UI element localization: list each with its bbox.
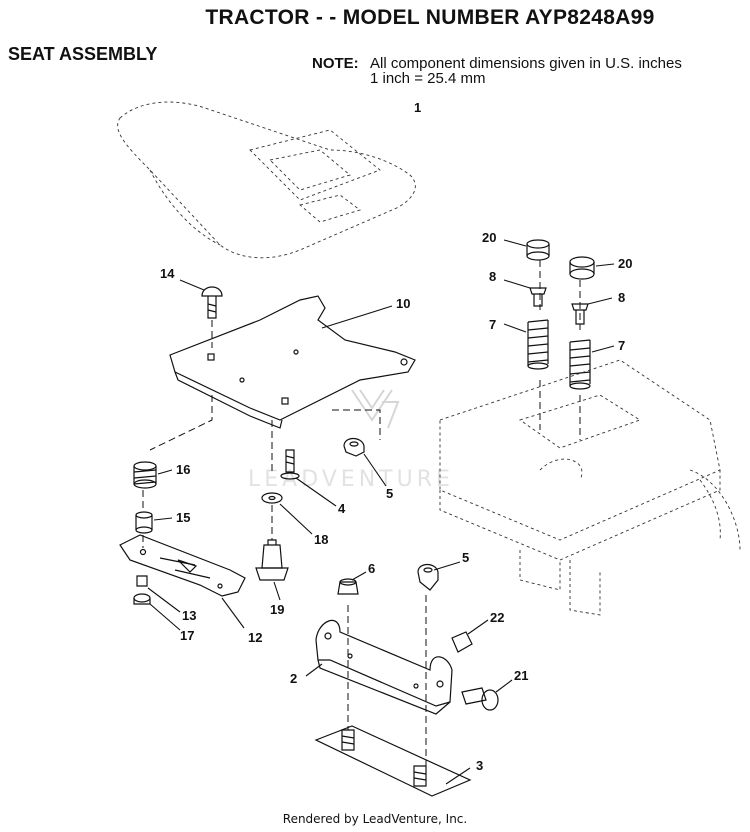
watermark-text: LEADVENTURE <box>248 467 454 492</box>
rubber-bumper-part-left <box>526 239 550 261</box>
spring-part <box>133 461 157 489</box>
note-label: NOTE: <box>312 55 359 72</box>
callout-8-left: 8 <box>489 269 496 284</box>
adjustment-plate-part <box>119 534 246 597</box>
callout-8-right: 8 <box>618 290 625 305</box>
carriage-bolt-part <box>201 286 223 319</box>
seat-spring-part-left <box>527 319 549 370</box>
callout-18: 18 <box>314 532 328 547</box>
tractor-frame-outline <box>439 359 741 616</box>
hex-nut-part <box>337 578 359 595</box>
callout-4: 4 <box>338 501 346 516</box>
callout-7-left: 7 <box>489 317 496 332</box>
callout-16: 16 <box>176 462 190 477</box>
page-title: TRACTOR - - MODEL NUMBER AYP8248A99 <box>205 6 655 29</box>
callout-17: 17 <box>180 628 194 643</box>
cable-clip-part-upper <box>343 437 365 457</box>
mounting-bracket-part <box>315 619 453 715</box>
callout-20-left: 20 <box>482 230 496 245</box>
callout-21: 21 <box>514 668 528 683</box>
seat-spring-part-right <box>569 339 591 390</box>
shoulder-bolt-part <box>461 687 499 711</box>
seat-pan-bracket-part <box>169 295 416 429</box>
callout-14: 14 <box>160 266 175 281</box>
callout-3: 3 <box>476 758 483 773</box>
callout-5-lower: 5 <box>462 550 469 565</box>
footer-credit: Rendered by LeadVenture, Inc. <box>282 812 468 826</box>
rubber-bumper-part-right <box>569 256 595 280</box>
note-line-2: 1 inch = 25.4 mm <box>370 70 486 87</box>
callout-20-right: 20 <box>618 256 632 271</box>
washer-part <box>261 492 283 504</box>
spring-bolt-part-right <box>571 303 589 325</box>
callout-5-upper: 5 <box>386 486 393 501</box>
note-line-1: All component dimensions given in U.S. i… <box>370 55 682 72</box>
callout-22: 22 <box>490 610 504 625</box>
callout-10: 10 <box>396 296 410 311</box>
callout-2: 2 <box>290 671 297 686</box>
dimension-note: NOTE: All component dimensions given in U… <box>312 56 682 86</box>
callout-1: 1 <box>414 100 421 115</box>
callout-6: 6 <box>368 561 375 576</box>
seat-part <box>117 101 416 259</box>
cable-clip-part-lower <box>417 563 439 591</box>
callout-15: 15 <box>176 510 190 525</box>
callout-12: 12 <box>248 630 262 645</box>
flange-nut-part <box>451 631 473 653</box>
callout-19: 19 <box>270 602 284 617</box>
spring-bolt-part-left <box>529 287 547 307</box>
bolt-and-locknut-part <box>133 575 151 605</box>
stud-part <box>280 449 300 480</box>
callout-13: 13 <box>182 608 196 623</box>
base-plate-part <box>314 725 472 797</box>
section-title: SEAT ASSEMBLY <box>8 44 158 64</box>
adjustment-knob-part <box>255 539 289 581</box>
watermark-logo <box>351 389 400 429</box>
note-text: All component dimensions given in U.S. i… <box>370 56 682 86</box>
callout-7-right: 7 <box>618 338 625 353</box>
bushing-part <box>135 511 153 534</box>
